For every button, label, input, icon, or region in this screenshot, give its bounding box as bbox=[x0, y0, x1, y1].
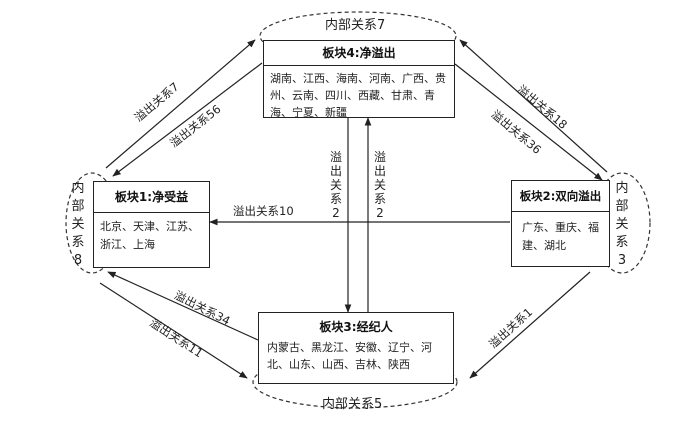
block-4-internal: 内部关系7 bbox=[325, 18, 386, 33]
edge-label-b2-to-b1: 溢出关系10 bbox=[233, 204, 294, 218]
block-4-title: 板块4:净溢出 bbox=[264, 41, 454, 66]
arrow-b3-to-b1 bbox=[107, 271, 259, 341]
arrow-b2-to-b3 bbox=[469, 271, 591, 379]
b2-internal-loop bbox=[593, 172, 651, 274]
block-1-members: 北京、天津、江苏、浙江、上海 bbox=[100, 220, 199, 251]
arrow-b4-to-b1 bbox=[112, 62, 263, 177]
b3-internal-loop bbox=[252, 355, 458, 409]
arrow-b4-to-b2 bbox=[454, 63, 603, 181]
block-1: 板块1:净受益 北京、天津、江苏、浙江、上海 bbox=[93, 181, 210, 268]
block-4: 板块4:净溢出 湖南、江西、海南、河南、广西、贵州、云南、四川、西藏、甘肃、青海… bbox=[263, 40, 455, 119]
block-2-title: 板块2:双向溢出 bbox=[512, 181, 609, 212]
arrow-b1-to-b3 bbox=[99, 282, 248, 379]
block-3: 板块3:经纪人 内蒙古、黑龙江、安徽、辽宁、河北、山东、山西、吉林、陕西 bbox=[258, 312, 454, 384]
block-2-members: 广东、重庆、福建、湖北 bbox=[522, 221, 599, 252]
b4-internal-loop bbox=[259, 11, 457, 61]
block-1-title: 板块1:净受益 bbox=[94, 182, 209, 213]
arrow-b2-to-b4 bbox=[459, 39, 608, 173]
block-4-members: 湖南、江西、海南、河南、广西、贵州、云南、四川、西藏、甘肃、青海、宁夏、新疆 bbox=[270, 72, 446, 119]
block-3-members: 内蒙古、黑龙江、安徽、辽宁、河北、山东、山西、吉林、陕西 bbox=[267, 341, 432, 371]
arrow-b1-to-b4 bbox=[105, 39, 256, 169]
block-3-internal: 内部关系5 bbox=[322, 397, 383, 412]
block-2: 板块2:双向溢出 广东、重庆、福建、湖北 bbox=[511, 180, 610, 267]
block-3-title: 板块3:经纪人 bbox=[319, 320, 393, 334]
